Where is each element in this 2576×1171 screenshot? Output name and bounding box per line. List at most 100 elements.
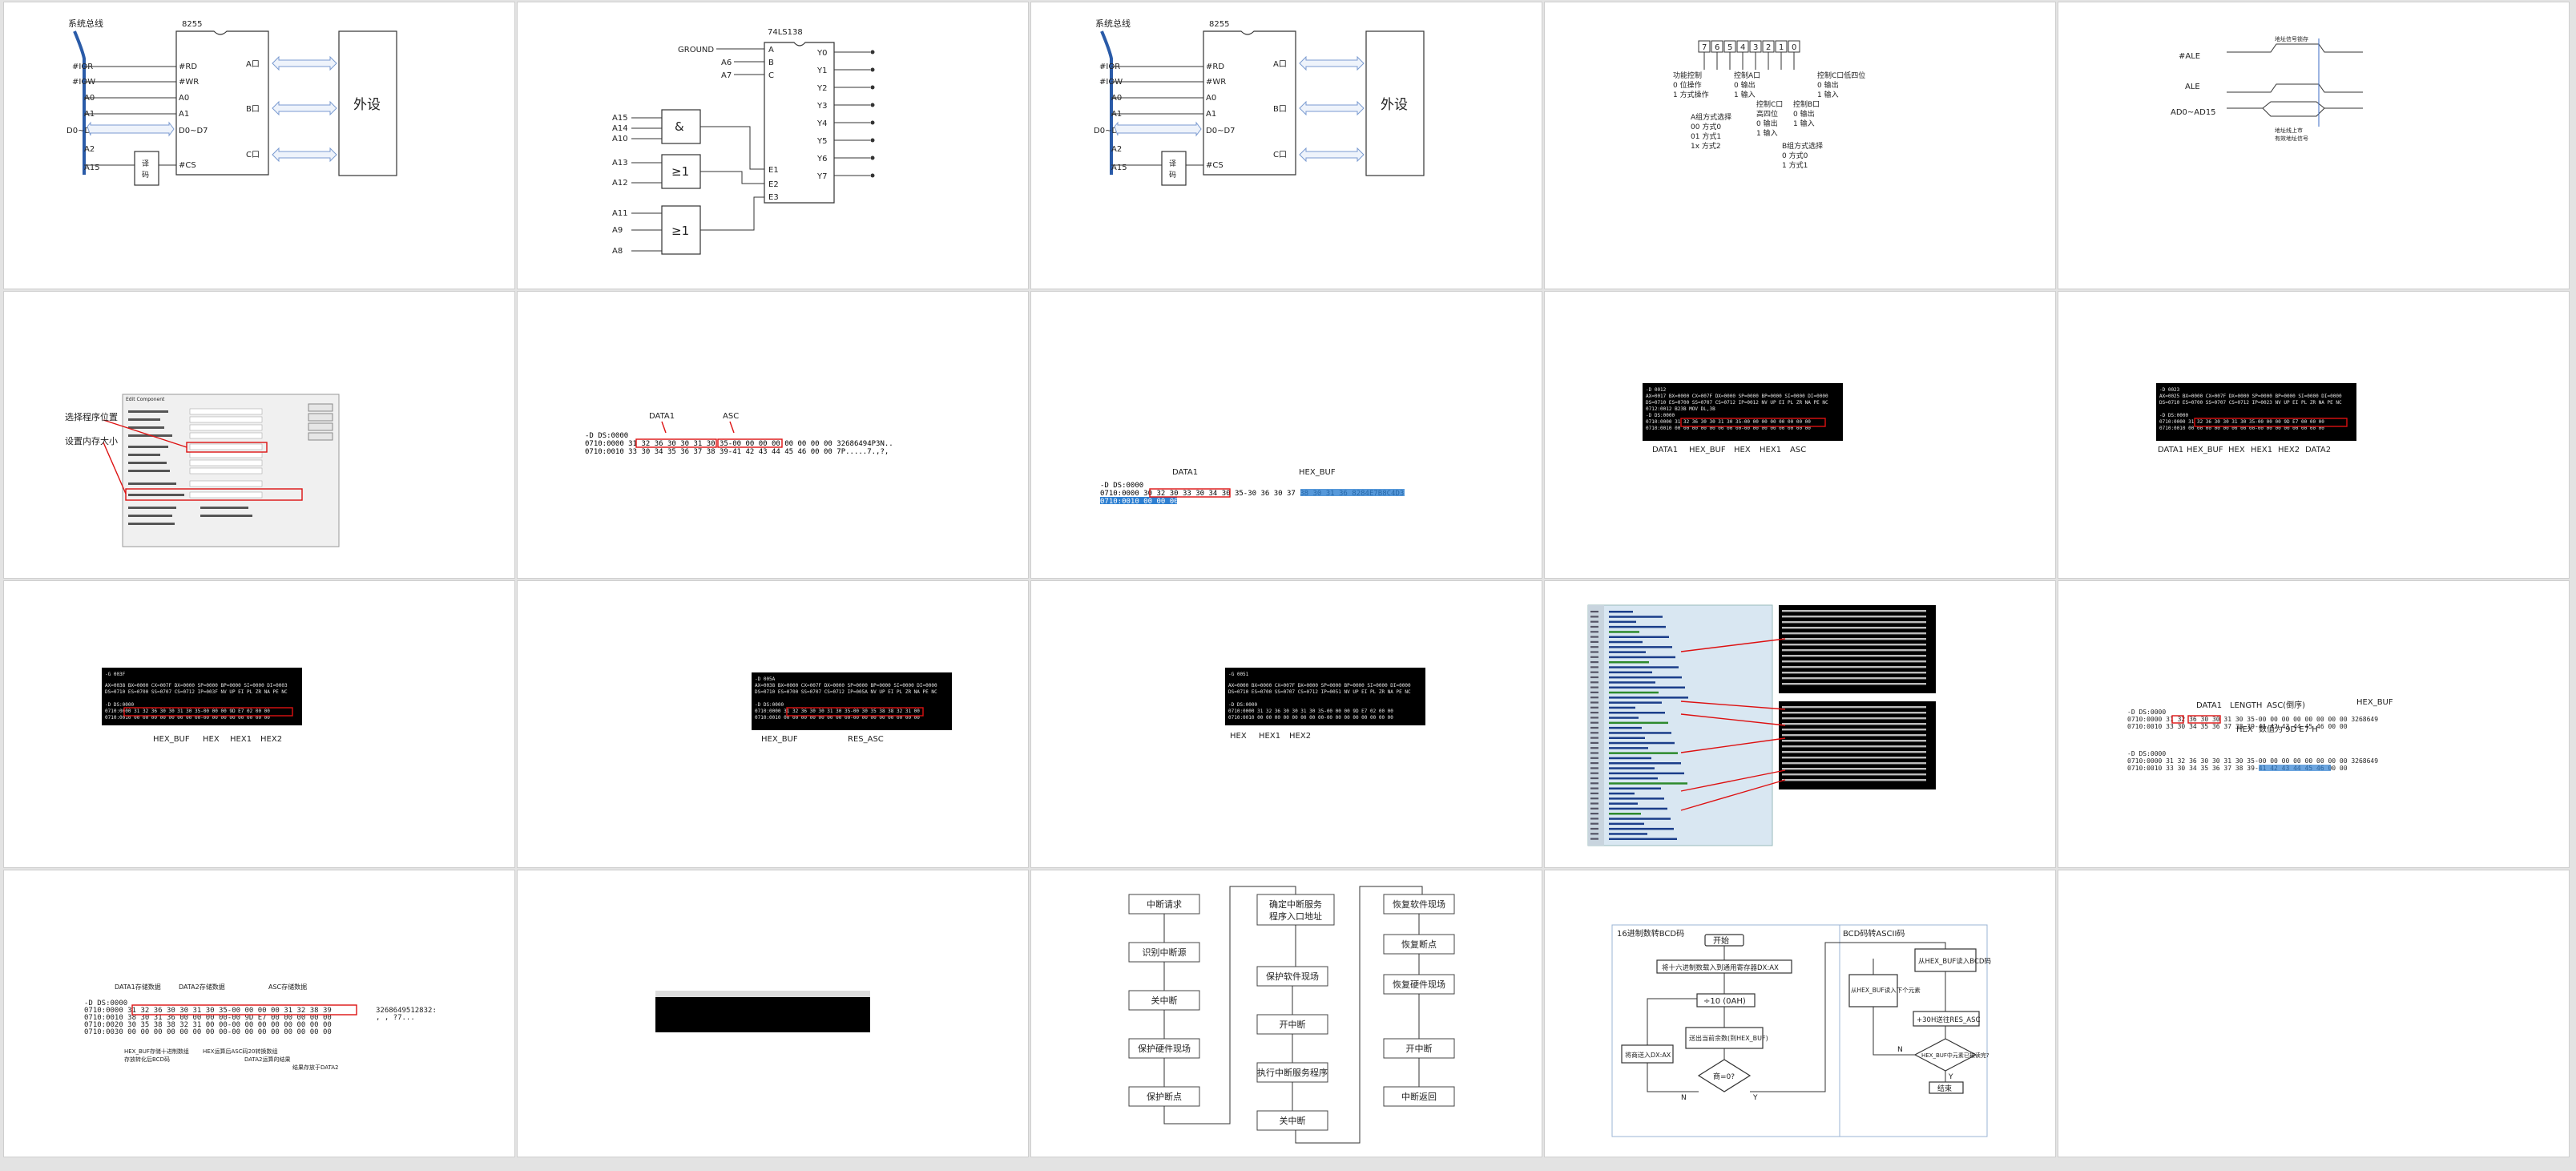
pin-rd: #RD — [1206, 63, 1224, 71]
terminal-window — [752, 672, 952, 730]
port-c: C口 — [246, 151, 260, 159]
read-bcd-label: 从HEX_BUF读入BCD码 — [1918, 957, 1991, 966]
ctl-c6-line-0: 控制B口 — [1793, 99, 1820, 109]
dialog-fields[interactable] — [189, 408, 263, 499]
code-line-no-7 — [1590, 646, 1598, 648]
in-a13: A13 — [612, 159, 628, 168]
console-titlebar[interactable] — [655, 991, 870, 997]
code-line-16 — [1609, 691, 1659, 694]
code-line-31 — [1609, 767, 1655, 769]
pin-iow: #IOW — [72, 78, 95, 87]
code-line-11 — [1609, 666, 1679, 668]
hl-row — [1680, 418, 1826, 427]
pin-e3: E3 — [768, 193, 779, 202]
no-label-1: N — [1681, 1094, 1687, 1102]
slide-16-memory-dump[interactable]: DATA1存储数据 DATA2存储数据 ASC存储数据 -D DS:0000 0… — [4, 870, 514, 1157]
slide-1-8255-diagram[interactable]: 系统总线 8255 外设 #IOR #IOW A0 A1 D0~D7 A2 A1… — [4, 2, 514, 289]
code-line-19 — [1609, 706, 1635, 709]
ctl-c2-line-3: 1x 方式2 — [1691, 141, 1721, 151]
code-line-no-38 — [1590, 802, 1598, 805]
bus-label: 系统总线 — [1095, 18, 1131, 29]
slide-5-ale-timing[interactable]: #ALE ALE AD0~AD15 地址信号锁存 地址线上市 有效地址信号 — [2058, 2, 2569, 289]
code-line-34 — [1609, 782, 1687, 785]
ctl-c5-line-2: 1 方式1 — [1782, 160, 1808, 170]
svg-text:-D 0012: -D 0012 — [1646, 387, 1667, 393]
code-line-no-16 — [1590, 691, 1598, 693]
or-gate-2 — [661, 205, 701, 255]
chip-8255-box — [1203, 30, 1296, 176]
label-hex: HEX — [1230, 732, 1247, 741]
term-top-line-5 — [1782, 638, 1926, 640]
add30-label: +30H送往RES_ASC — [1917, 1016, 1980, 1024]
svg-text:0710:0010 00 00 00 00 00 00 00: 0710:0010 00 00 00 00 00 00 00 00-00 00 … — [1646, 426, 1811, 431]
pin-d: D0~D7 — [67, 127, 96, 135]
slide-18-interrupt-flow[interactable]: 中断请求识别中断源关中断保护硬件现场保护断点确定中断服务程序入口地址保护软件现场… — [1031, 870, 1542, 1157]
slide-20-blank[interactable] — [2058, 870, 2569, 1157]
hidden-pins-button[interactable] — [308, 432, 333, 441]
code-line-5 — [1609, 636, 1669, 638]
code-line-no-8 — [1590, 651, 1598, 653]
help-button[interactable] — [308, 413, 333, 422]
svg-text:AX=0025 BX=0000 CX=007F DX=000: AX=0025 BX=0000 CX=007F DX=0000 SP=0000 … — [2159, 394, 2342, 399]
rem-label: 送出当前余数(到HEX_BUF) — [1689, 1034, 1768, 1042]
ok-button[interactable] — [308, 403, 333, 412]
bit-label-4: 4 — [1740, 43, 1745, 52]
svg-text:0710:0000 31 32 36 30 30 31 3: 0710:0000 31 32 36 30 30 31 30 35-00 00 … — [84, 1007, 332, 1015]
end-box — [1929, 1081, 1964, 1094]
ctl-c3-line-1: 0 输出 — [1734, 80, 1756, 90]
flow-boxes: 中断请求识别中断源关中断保护硬件现场保护断点确定中断服务程序入口地址保护软件现场… — [1128, 886, 1455, 1144]
slide-14-code-and-terminal[interactable] — [1545, 581, 2055, 867]
slide-3-8255-diagram[interactable]: 系统总线 8255 外设 #IOR #IOW A0 A1 D0~D7 A2 A1… — [1031, 2, 1542, 289]
ptr-data1 — [661, 421, 667, 434]
code-line-no-17 — [1590, 697, 1598, 699]
slide-15-memory-dump[interactable]: DATA1 LENGTH ASC(倒序) HEX_BUF HEX 数值为 9D … — [2058, 581, 2569, 867]
flow-col2-label-2: 开中断 — [1280, 1019, 1306, 1030]
term-bot-line-3 — [1782, 723, 1926, 725]
chip-label: 8255 — [1209, 20, 1229, 29]
code-line-26 — [1609, 741, 1675, 745]
flow-col1-box-3 — [1128, 1038, 1200, 1059]
slide-17-console-window[interactable] — [518, 870, 1028, 1157]
code-line-no-33 — [1590, 777, 1598, 780]
svg-text:-D DS:0000: -D DS:0000 — [2127, 709, 2166, 716]
code-line-no-2 — [1590, 620, 1598, 623]
label-hexbuf: HEX_BUF — [1299, 468, 1336, 477]
slide-6-edit-component[interactable]: Edit Component 选择程序位 — [4, 292, 514, 578]
decoder-char-1: 译 — [1169, 159, 1176, 168]
and-gate — [661, 109, 701, 144]
label-data1: DATA1 — [1172, 468, 1198, 477]
svg-text:0710:0000 31 32 36 30 30 31 3: 0710:0000 31 32 36 30 30 31 30 35-00 00 … — [2127, 757, 2378, 765]
code-line-37 — [1609, 797, 1664, 800]
dump-row-2: 0710:0010 33 30 34 35 36 37 38 39-41 42 … — [585, 448, 889, 456]
data-button[interactable] — [308, 422, 333, 431]
slide-19-conversion-flow[interactable]: 16进制数转BCD码 BCD码转ASCII码 开始 将十六进制数载入到通用寄存器… — [1545, 870, 2055, 1157]
slide-8-memory-dump[interactable]: DATA1 HEX_BUF -D DS:0000 0710:0000 30 32… — [1031, 292, 1542, 578]
pin-d: D0~D7 — [1094, 127, 1123, 135]
code-line-no-9 — [1590, 656, 1598, 658]
code-line-17 — [1609, 697, 1688, 699]
flow-col1-box-1 — [1128, 942, 1200, 963]
note-3: HEX运算后ASC码20转换数组 — [203, 1048, 278, 1055]
slide-7-memory-dump[interactable]: DATA1 ASC -D DS:0000 0710:0000 31 32 36 … — [518, 292, 1028, 578]
flow-col2-label-3: 执行中断服务程序 — [1257, 1067, 1328, 1078]
dump-8: DATA1 HEX_BUF -D DS:0000 0710:0000 30 32… — [1100, 468, 1421, 506]
ctl-c4-line-2: 0 输出 — [1756, 119, 1778, 128]
rem-box — [1685, 1027, 1764, 1049]
diagram-8255-copy: 系统总线 8255 外设 #IOR #IOW A0 A1 D0~D7 A2 A1… — [1094, 18, 1425, 186]
label-data1: DATA1 — [2158, 446, 2183, 454]
code-line-no-35 — [1590, 787, 1598, 789]
svg-text:0710:0000 31 32 36 30 30 31 30: 0710:0000 31 32 36 30 30 31 30 35-00 30 … — [755, 709, 920, 714]
in-a15: A15 — [612, 114, 628, 123]
port-a: A口 — [1273, 60, 1287, 69]
ctl-c4-line-1: 高四位 — [1756, 109, 1778, 119]
